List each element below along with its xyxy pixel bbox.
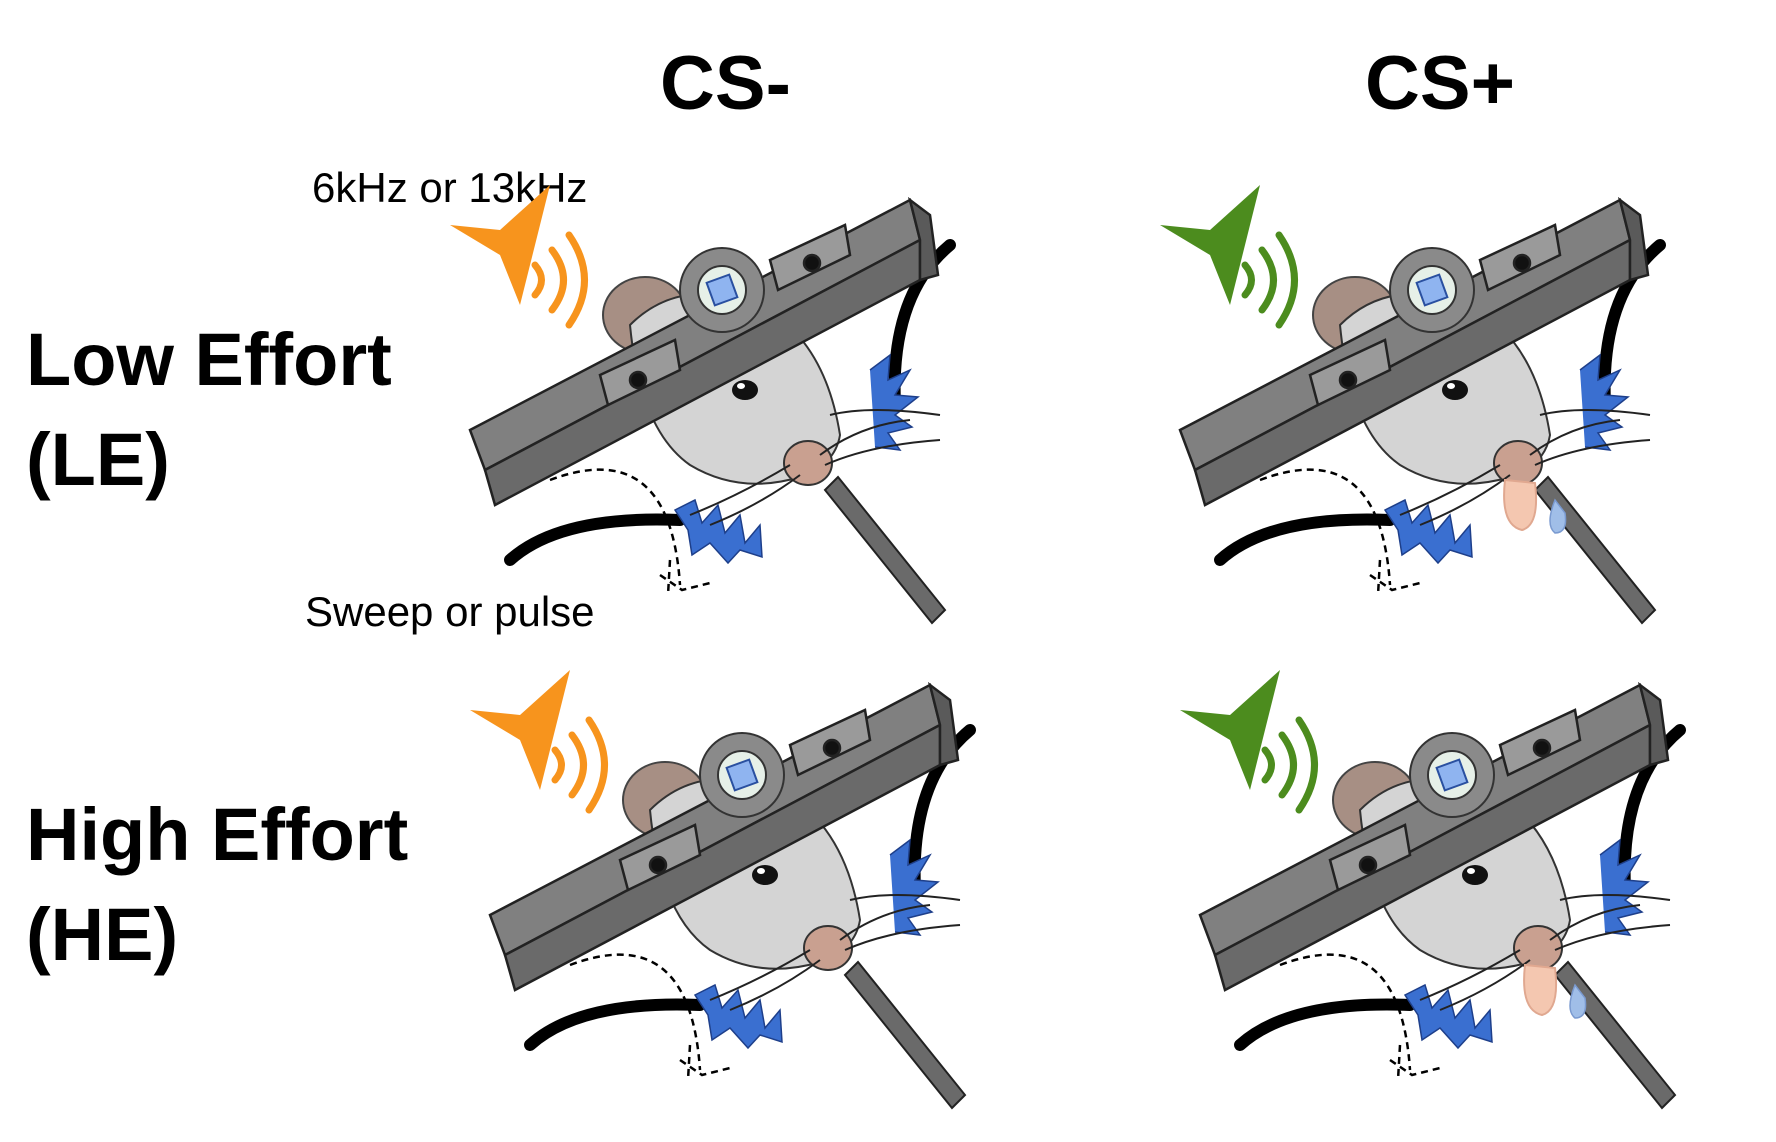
cranial-window-icon bbox=[679, 247, 765, 333]
row-header-high-effort: High Effort (HE) bbox=[26, 785, 408, 985]
head-bar-icon bbox=[468, 196, 940, 507]
lower-whisker-icon bbox=[1214, 513, 1396, 566]
lick-port-icon bbox=[1553, 960, 1677, 1110]
row-header-low-effort: Low Effort (LE) bbox=[26, 310, 392, 510]
reward-drop-icon bbox=[1523, 963, 1587, 1019]
sweep-arrow-icon bbox=[569, 953, 731, 1081]
lower-stimulator-icon bbox=[1383, 498, 1473, 565]
sweep-arrow-icon bbox=[1259, 468, 1421, 596]
lower-whisker-icon bbox=[524, 998, 706, 1051]
row-header-low-effort-line1: Low Effort bbox=[26, 318, 392, 401]
sweep-arrow-icon bbox=[1279, 953, 1441, 1081]
head-bar-icon bbox=[1198, 681, 1670, 992]
eye-icon bbox=[752, 865, 778, 885]
sweep-arrow-icon bbox=[549, 468, 711, 596]
cranial-window-icon bbox=[1409, 732, 1495, 818]
head-bar-icon bbox=[1178, 196, 1650, 507]
upper-stimulator-icon bbox=[869, 353, 920, 451]
row-header-low-effort-line2: (LE) bbox=[26, 418, 170, 501]
nose-icon bbox=[803, 925, 853, 971]
nose-icon bbox=[1513, 925, 1563, 971]
lower-stimulator-icon bbox=[693, 983, 783, 1050]
nose-icon bbox=[783, 440, 833, 486]
cranial-window-icon bbox=[699, 732, 785, 818]
speaker-icon bbox=[470, 670, 608, 814]
speaker-icon bbox=[1180, 670, 1318, 814]
panel-le-cs-plus bbox=[1150, 165, 1770, 655]
panel-he-cs-minus bbox=[460, 650, 1080, 1140]
whisker-hairs-icon bbox=[689, 409, 941, 526]
eye-icon bbox=[1462, 865, 1488, 885]
whisker-stimulus-label: Sweep or pulse bbox=[305, 588, 595, 635]
lower-stimulator-icon bbox=[673, 498, 763, 565]
column-header-cs-plus: CS+ bbox=[1365, 41, 1515, 126]
upper-stimulator-icon bbox=[889, 838, 940, 936]
whisker-hairs-icon bbox=[709, 894, 961, 1011]
upper-stimulator-icon bbox=[1599, 838, 1650, 936]
row-header-high-effort-line1: High Effort bbox=[26, 793, 409, 876]
lick-port-icon bbox=[1533, 475, 1657, 625]
speaker-icon bbox=[1160, 185, 1298, 329]
lower-whisker-icon bbox=[504, 513, 686, 566]
setup-illustration bbox=[1160, 185, 1666, 625]
column-header-cs-minus: CS- bbox=[660, 41, 791, 126]
panel-le-cs-minus bbox=[440, 165, 1060, 655]
lower-whisker-icon bbox=[1234, 998, 1416, 1051]
upper-stimulator-icon bbox=[1579, 353, 1630, 451]
reward-drop-icon bbox=[1503, 478, 1567, 534]
whisker-hairs-icon bbox=[1419, 894, 1671, 1011]
setup-illustration bbox=[450, 185, 956, 625]
head-bar-icon bbox=[488, 681, 960, 992]
lick-port-icon bbox=[823, 475, 947, 625]
setup-illustration bbox=[1180, 670, 1686, 1110]
nose-icon bbox=[1493, 440, 1543, 486]
lick-port-icon bbox=[843, 960, 967, 1110]
eye-icon bbox=[732, 380, 758, 400]
row-header-high-effort-line2: (HE) bbox=[26, 893, 179, 976]
speaker-icon bbox=[450, 185, 588, 329]
setup-illustration bbox=[470, 670, 976, 1110]
lower-stimulator-icon bbox=[1403, 983, 1493, 1050]
cranial-window-icon bbox=[1389, 247, 1475, 333]
whisker-hairs-icon bbox=[1399, 409, 1651, 526]
panel-he-cs-plus bbox=[1170, 650, 1776, 1140]
eye-icon bbox=[1442, 380, 1468, 400]
